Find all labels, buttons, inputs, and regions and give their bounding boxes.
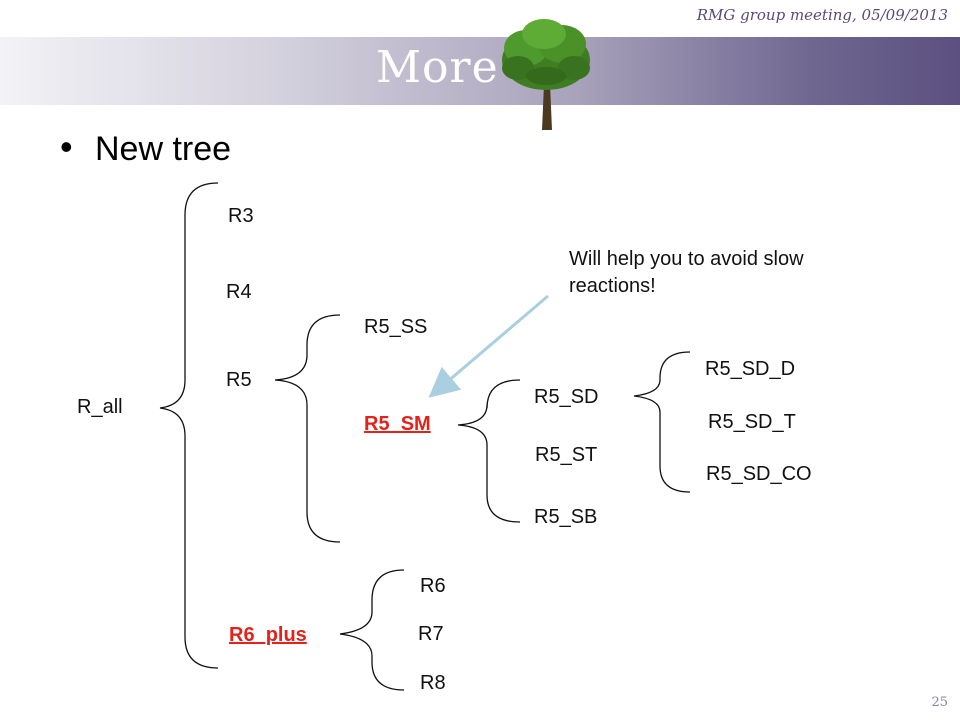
root-brace xyxy=(159,182,219,669)
node-r5-sd-co: R5_SD_CO xyxy=(706,463,812,485)
r5-brace xyxy=(274,314,341,543)
bullet-text: New tree xyxy=(95,130,232,168)
node-r5-sm: R5_SM xyxy=(364,413,431,435)
r6plus-brace xyxy=(339,569,405,691)
node-r-all: R_all xyxy=(77,396,123,418)
node-r8: R8 xyxy=(420,672,446,694)
title-banner xyxy=(0,37,960,105)
bullet-dot: • xyxy=(60,126,73,167)
node-r6-plus: R6_plus xyxy=(229,624,307,646)
annotation-arrow xyxy=(428,294,549,398)
node-r5-sd: R5_SD xyxy=(534,386,599,408)
node-r5-sd-d: R5_SD_D xyxy=(705,358,796,380)
sd-brace xyxy=(633,351,691,493)
tree-icon xyxy=(502,19,590,130)
annotation-note: Will help you to avoid slow reactions! xyxy=(569,248,804,297)
page-number: 25 xyxy=(931,695,948,710)
node-r5-st: R5_ST xyxy=(535,444,598,466)
node-r5-sb: R5_SB xyxy=(534,506,598,528)
sm-brace xyxy=(457,379,521,523)
meeting-header: RMG group meeting, 05/09/2013 xyxy=(696,6,948,24)
node-r4: R4 xyxy=(226,281,252,303)
node-r5-ss: R5_SS xyxy=(364,316,428,338)
node-r3: R3 xyxy=(228,205,254,227)
node-r7: R7 xyxy=(418,623,444,645)
node-r6: R6 xyxy=(420,575,446,597)
node-r5: R5 xyxy=(226,369,252,391)
slide-title: More xyxy=(376,42,499,93)
node-r5-sd-t: R5_SD_T xyxy=(708,411,796,433)
